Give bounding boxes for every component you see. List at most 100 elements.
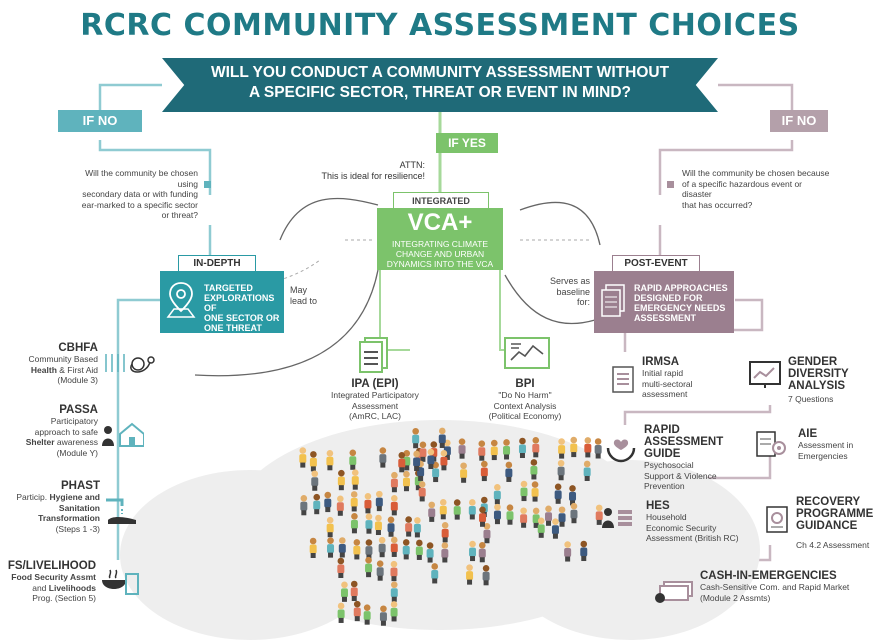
coins-people-icon xyxy=(600,502,636,532)
passa-section: PASSA Participatory approach to safe She… xyxy=(25,404,98,458)
crowd-person xyxy=(365,539,373,560)
vca-plus-name: VCA+ xyxy=(407,209,473,236)
crowd-person xyxy=(493,483,501,505)
crowd-person xyxy=(353,600,361,622)
crowd-person xyxy=(583,460,591,481)
crowd-person xyxy=(431,563,439,584)
crowd-person xyxy=(376,560,384,581)
crowd-person xyxy=(375,490,383,512)
crowd-person xyxy=(365,556,373,578)
crowd-person xyxy=(337,469,345,491)
fs-livelihood-section: FS/LIVELIHOOD Food Security Assmt and Li… xyxy=(7,560,96,603)
if-no-left-tag: IF NO xyxy=(58,110,142,132)
crowd-person xyxy=(428,501,436,522)
crowd-person xyxy=(351,469,359,490)
crowd-person xyxy=(413,517,421,538)
crowd-person xyxy=(427,448,435,470)
document-stack-icon xyxy=(600,283,626,319)
crowd-person xyxy=(338,537,346,558)
crowd-person xyxy=(503,439,511,460)
crowd-person xyxy=(569,485,577,506)
crowd-person xyxy=(570,502,578,524)
crowd-person xyxy=(418,481,426,502)
crowd-person xyxy=(518,437,526,459)
crowd-person xyxy=(453,499,461,520)
crowd-person xyxy=(458,438,466,459)
crowd-person xyxy=(479,506,487,527)
crowd-person xyxy=(532,437,540,458)
crowd-person xyxy=(482,565,490,586)
crowd-person xyxy=(379,605,387,626)
vca-plus-desc: INTEGRATING CLIMATE CHANGE AND URBAN DYN… xyxy=(386,239,494,269)
if-no-right-tag: IF NO xyxy=(770,110,828,132)
crowd-person xyxy=(309,537,317,559)
cash-icon xyxy=(654,578,694,604)
crowd-person xyxy=(478,541,486,563)
cbhfa-section: CBHFA Community Based Health & First Aid… xyxy=(28,342,98,385)
hands-heart-icon xyxy=(605,432,637,464)
crowd-person xyxy=(364,493,372,514)
crowd-person xyxy=(390,536,398,557)
crowd-person xyxy=(327,537,335,558)
crowd-person xyxy=(379,447,387,468)
bullet-square xyxy=(667,181,674,188)
crowd-person xyxy=(350,513,358,534)
recovery-programme-section: RECOVERY PROGRAMME GUIDANCE Ch 4.2 Asses… xyxy=(796,496,874,550)
crowd-person xyxy=(350,580,358,602)
crowd-person xyxy=(415,539,423,560)
crowd-person xyxy=(353,539,361,560)
question-text: WILL YOU CONDUCT A COMMUNITY ASSESSMENT … xyxy=(210,64,670,101)
left-question: Will the community be chosen using secon… xyxy=(81,168,198,220)
irmsa-section: IRMSA Initial rapid multi-sectoral asses… xyxy=(642,356,693,399)
crowd-person xyxy=(441,542,449,563)
crowd-person xyxy=(390,471,398,493)
crowd-person xyxy=(299,447,307,468)
crowd-person xyxy=(350,491,358,512)
crowd-person xyxy=(337,602,345,623)
crowd-person xyxy=(570,436,578,458)
crowd-person xyxy=(349,449,357,470)
crowd-person xyxy=(551,518,559,539)
crowd-person xyxy=(595,504,603,525)
crowd-person xyxy=(564,541,572,562)
bpi-section: BPI "Do No Harm" Context Analysis (Polit… xyxy=(488,378,562,421)
crowd-person xyxy=(505,461,513,482)
crowd-person xyxy=(441,522,449,543)
food-bowl-icon xyxy=(100,566,140,600)
crowd-person xyxy=(402,470,410,492)
crowd-person xyxy=(554,483,562,504)
crowd-person xyxy=(506,504,514,525)
crowd-person xyxy=(466,564,474,585)
phast-section: PHAST Particip. Hygiene and Sanitation T… xyxy=(16,480,100,534)
crowd-person xyxy=(531,481,539,502)
crowd-person xyxy=(390,581,398,602)
crowd-person xyxy=(438,427,446,448)
crowd-person xyxy=(490,439,498,461)
crowd-person xyxy=(324,491,332,513)
bullet-square xyxy=(204,181,211,188)
gender-diversity-section: GENDER DIVERSITY ANALYSIS 7 Questions xyxy=(788,356,849,404)
may-lead-to-note: May lead to xyxy=(290,285,318,306)
crowd-person xyxy=(340,581,348,602)
checklist-icon xyxy=(764,504,790,534)
crowd-person xyxy=(412,427,420,449)
crowd-person xyxy=(439,499,447,520)
aie-section: AIE Assessment in Emergencies xyxy=(798,428,854,461)
crowd-person xyxy=(365,513,373,534)
ipa-section: IPA (EPI) Integrated Participatory Asses… xyxy=(331,378,419,421)
crowd-person xyxy=(520,507,528,528)
crowd-person xyxy=(483,522,491,544)
crowd-person xyxy=(532,507,540,528)
cloud-background xyxy=(120,470,380,640)
rapid-assessment-guide-section: RAPID ASSESSMENT GUIDE Psychosocial Supp… xyxy=(644,424,724,491)
crowd-person xyxy=(309,451,317,472)
crowd-person xyxy=(460,462,468,483)
crowd-person xyxy=(390,560,398,582)
crowd-person xyxy=(545,505,553,526)
handwashing-icon xyxy=(102,494,142,528)
attn-note: ATTN: This is ideal for resilience! xyxy=(321,160,425,181)
chart-screen-icon xyxy=(503,336,551,372)
map-pin-icon xyxy=(166,281,196,319)
cash-in-emergencies-section: CASH-IN-EMERGENCIES Cash-Sensitive Com. … xyxy=(700,570,850,603)
crowd-person xyxy=(520,480,528,502)
